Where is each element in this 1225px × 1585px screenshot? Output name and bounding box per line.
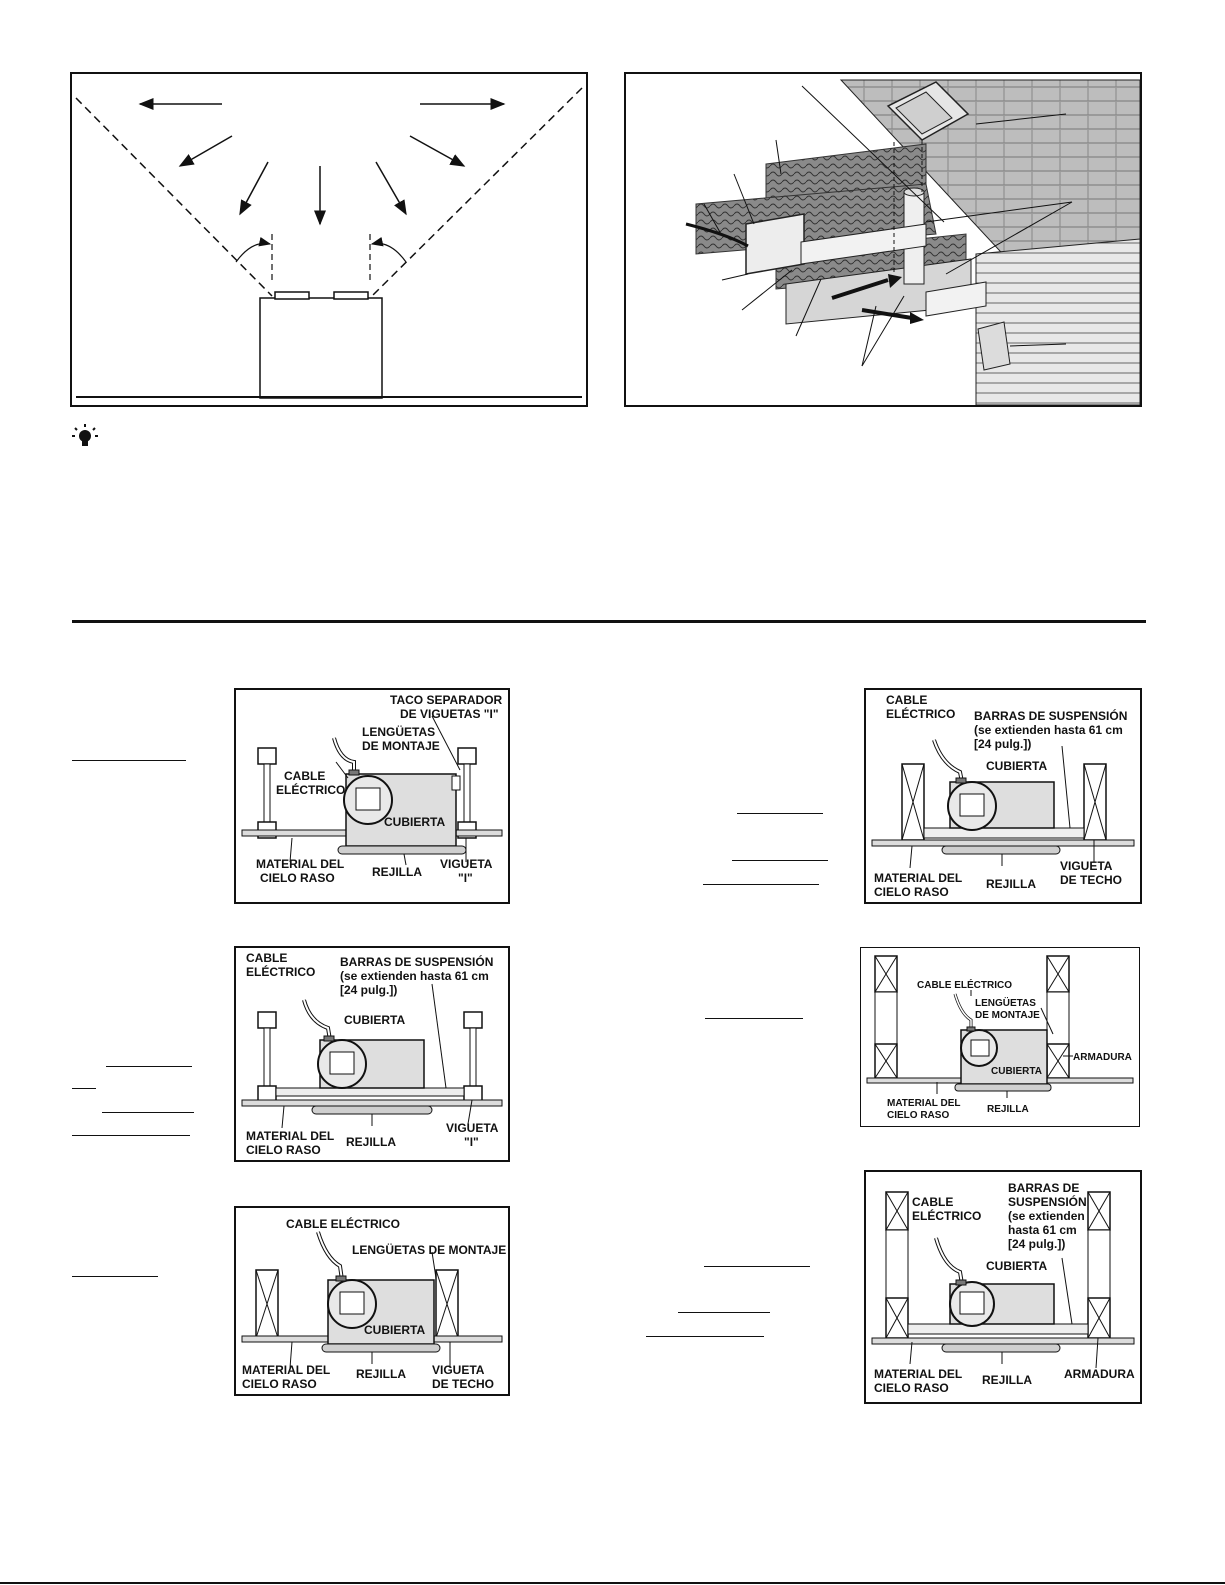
label-vigueta2: DE TECHO: [1060, 873, 1122, 887]
text-underline: [106, 1066, 192, 1067]
label-material: MATERIAL DEL: [246, 1129, 334, 1143]
text-underline: [737, 813, 823, 814]
label-material2: CIELO RASO: [242, 1377, 317, 1391]
label-rejilla: REJILLA: [356, 1367, 406, 1381]
text-underline: [732, 860, 828, 861]
spread-line-left: [75, 97, 273, 297]
text-underline: [72, 1276, 158, 1277]
label-armadura: ARMADURA: [1064, 1367, 1135, 1381]
label-vigueta: VIGUETA: [440, 857, 493, 871]
duct-installation-illustration: [624, 72, 1142, 407]
fig-ijoist-blocking: TACO SEPARADOR DE VIGUETAS "I" LENGÜETAS…: [234, 688, 510, 904]
label-barras: BARRAS DE SUSPENSIÓN: [974, 708, 1127, 723]
text-underline: [72, 760, 186, 761]
label-material: MATERIAL DEL: [874, 1367, 962, 1381]
label-material2: CIELO RASO: [246, 1143, 321, 1157]
text-underline: [703, 884, 819, 885]
label-cable: CABLE: [284, 769, 325, 783]
fig-truss-tabs: CABLE ELÉCTRICO LENGÜETAS DE MONTAJE ARM…: [860, 947, 1140, 1127]
spread-line-right: [371, 87, 583, 297]
text-underline: [102, 1112, 194, 1113]
label-rejilla: REJILLA: [982, 1373, 1032, 1387]
fig-truss-bars: CABLE ELÉCTRICO BARRAS DE SUSPENSIÓN (se…: [864, 1170, 1142, 1404]
label-barras: BARRAS DE: [1008, 1181, 1079, 1195]
label-material2: CIELO RASO: [874, 885, 949, 899]
label-rejilla: REJILLA: [986, 877, 1036, 891]
label-barras2: (se extienden hasta 61 cm: [974, 723, 1123, 737]
label-vigueta: VIGUETA: [1060, 859, 1113, 873]
label-barras2: (se extienden hasta 61 cm: [340, 969, 489, 983]
label-lengueta: LENGÜETAS: [362, 724, 435, 739]
lightbulb-icon: [70, 422, 100, 452]
label-armadura: ARMADURA: [1073, 1052, 1132, 1063]
text-underline: [72, 1088, 96, 1089]
label-barras5: [24 pulg.]): [1008, 1237, 1065, 1251]
text-underline: [72, 1135, 190, 1136]
label-lengueta2: DE MONTAJE: [975, 1010, 1040, 1021]
label-cable2: ELÉCTRICO: [886, 706, 955, 721]
light-spread-diagram: [70, 72, 588, 407]
label-cable2: ELÉCTRICO: [246, 964, 315, 979]
text-underline: [704, 1266, 810, 1267]
label-material2: CIELO RASO: [887, 1110, 949, 1121]
label-material: MATERIAL DEL: [874, 871, 962, 885]
label-material: MATERIAL DEL: [242, 1363, 330, 1377]
page-bottom-rule: [0, 1582, 1225, 1584]
text-underline: [646, 1336, 764, 1337]
label-vigueta2: "I": [464, 1135, 479, 1149]
label-cable2: ELÉCTRICO: [912, 1208, 981, 1223]
label-cubierta: CUBIERTA: [344, 1013, 405, 1027]
text-underline: [705, 1018, 803, 1019]
label-barras2: SUSPENSIÓN: [1008, 1194, 1087, 1209]
label-cable: CABLE: [886, 693, 927, 707]
label-cable: CABLE: [912, 1195, 953, 1209]
label-barras4: hasta 61 cm: [1008, 1223, 1077, 1237]
label-lengueta2: DE MONTAJE: [362, 739, 440, 753]
label-barras: BARRAS DE SUSPENSIÓN: [340, 954, 493, 969]
fig-joist-bars: CABLE ELÉCTRICO BARRAS DE SUSPENSIÓN (se…: [864, 688, 1142, 904]
label-cubierta: CUBIERTA: [986, 1259, 1047, 1273]
label-barras3: [24 pulg.]): [340, 983, 397, 997]
light-spread-svg: [75, 87, 583, 399]
label-cubierta: CUBIERTA: [364, 1323, 425, 1337]
label-material: MATERIAL DEL: [887, 1098, 961, 1109]
fig-ijoist-bars: CABLE ELÉCTRICO BARRAS DE SUSPENSIÓN (se…: [234, 946, 510, 1162]
label-barras3: (se extienden: [1008, 1209, 1085, 1223]
label-material: MATERIAL DEL: [256, 857, 344, 871]
label-vigueta: VIGUETA: [432, 1363, 485, 1377]
label-lengueta: LENGÜETAS DE MONTAJE: [352, 1242, 506, 1257]
label-cubierta: CUBIERTA: [986, 759, 1047, 773]
label-vigueta2: DE TECHO: [432, 1377, 494, 1391]
label-cable: CABLE ELÉCTRICO: [286, 1216, 400, 1231]
label-barras3: [24 pulg.]): [974, 737, 1031, 751]
label-cable: CABLE: [246, 951, 287, 965]
label-rejilla: REJILLA: [987, 1104, 1029, 1115]
label-material2: CIELO RASO: [260, 871, 335, 885]
label-material2: CIELO RASO: [874, 1381, 949, 1395]
label-lengueta: LENGÜETAS: [975, 996, 1036, 1009]
label-cable: CABLE ELÉCTRICO: [917, 978, 1012, 991]
label-taco: TACO SEPARADOR: [390, 693, 503, 707]
label-rejilla: REJILLA: [346, 1135, 396, 1149]
fig-joist-tabs: CABLE ELÉCTRICO LENGÜETAS DE MONTAJE CUB…: [234, 1206, 510, 1396]
label-cable2: ELÉCTRICO: [276, 782, 345, 797]
label-vigueta: VIGUETA: [446, 1121, 499, 1135]
section-divider: [72, 620, 1146, 623]
label-vigueta2: "I": [458, 871, 473, 885]
duct-svg: [685, 79, 1141, 406]
label-taco2: DE VIGUETAS "I": [400, 707, 499, 721]
label-cubierta: CUBIERTA: [991, 1066, 1042, 1077]
text-underline: [678, 1312, 770, 1313]
label-rejilla: REJILLA: [372, 865, 422, 879]
label-cubierta: CUBIERTA: [384, 815, 445, 829]
